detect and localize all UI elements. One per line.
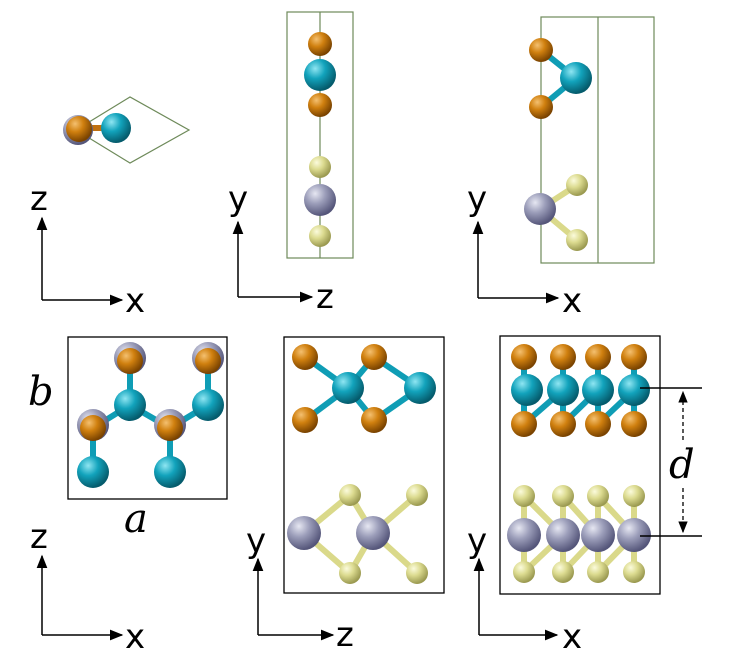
axis-gizmo-bottom-right: y x [467, 521, 582, 657]
interlayer-distance-label: d [669, 442, 695, 488]
atom-cyan [547, 374, 579, 406]
axis-label-horizontal: x [125, 617, 145, 657]
atom-cyan [511, 374, 543, 406]
atom-yellow [339, 562, 361, 584]
atom-yellow [623, 561, 645, 583]
atom-grey [287, 516, 321, 550]
atom-orange [66, 116, 92, 142]
atom-orange [117, 348, 143, 374]
atom-cyan [192, 389, 224, 421]
unit-cell-outline [499, 335, 661, 595]
unit-cell-outline [67, 336, 228, 500]
atom-orange [361, 407, 387, 433]
atom-grey [524, 193, 556, 225]
atom-yellow [566, 174, 588, 196]
atom-orange [550, 411, 576, 437]
axis-label-vertical: y [467, 179, 487, 219]
atom-orange [308, 93, 332, 117]
atom-orange [157, 415, 183, 441]
axis-label-vertical: y [467, 521, 487, 561]
atom-cyan [154, 456, 186, 488]
atom-orange [529, 38, 553, 62]
atom-orange [585, 344, 611, 370]
atom-cyan [101, 113, 131, 143]
atom-yellow [587, 561, 609, 583]
axis-label-horizontal: x [125, 281, 145, 321]
atom-yellow [513, 485, 535, 507]
atom-yellow [309, 225, 331, 247]
panel-bottom-left: b a [28, 336, 228, 542]
atom-orange [80, 415, 106, 441]
panel-bottom-right: d [499, 335, 702, 595]
atom-grey [507, 518, 541, 552]
atom-yellow [406, 484, 428, 506]
atom-orange [621, 411, 647, 437]
atom-orange [308, 32, 332, 56]
atom-grey [581, 518, 615, 552]
atom-yellow [513, 561, 535, 583]
atom-cyan [582, 374, 614, 406]
atom-orange [511, 411, 537, 437]
panel-top-right [524, 16, 655, 264]
atom-cyan [304, 59, 336, 91]
atom-cyan [77, 456, 109, 488]
atom-orange [195, 348, 221, 374]
lattice-label-b: b [28, 369, 54, 415]
atom-orange [361, 344, 387, 370]
atom-yellow [552, 561, 574, 583]
axis-label-horizontal: z [336, 615, 354, 655]
atom-orange [529, 95, 553, 119]
atom-grey [304, 184, 336, 216]
axis-gizmo-top-middle: y z [228, 179, 334, 317]
axis-label-vertical: y [246, 521, 266, 561]
panel-bottom-middle [283, 336, 445, 594]
unit-cell-outline [283, 336, 445, 594]
axis-label-vertical: z [30, 517, 48, 557]
atom-orange [585, 411, 611, 437]
atom-grey [546, 518, 580, 552]
axis-gizmo-top-right: y x [467, 179, 582, 321]
atom-cyan [560, 62, 592, 94]
atom-yellow [406, 562, 428, 584]
axis-label-vertical: y [228, 179, 248, 219]
axis-gizmo-bottom-left: z x [30, 517, 145, 657]
atom-orange [621, 344, 647, 370]
atom-cyan [404, 372, 436, 404]
atom-orange [511, 344, 537, 370]
atom-yellow [339, 484, 361, 506]
axis-label-vertical: z [30, 179, 48, 219]
panel-top-middle [286, 11, 354, 259]
atom-yellow [309, 156, 331, 178]
atom-cyan [618, 374, 650, 406]
atom-grey [617, 518, 651, 552]
axis-label-horizontal: x [562, 281, 582, 321]
atom-cyan [332, 372, 364, 404]
axis-gizmo-bottom-middle: y z [246, 521, 354, 655]
atom-yellow [566, 229, 588, 251]
axis-label-horizontal: z [316, 277, 334, 317]
unit-cell-outline [74, 96, 191, 164]
atom-orange [550, 344, 576, 370]
atom-orange [292, 407, 318, 433]
atom-cyan [114, 389, 146, 421]
atom-yellow [623, 485, 645, 507]
panel-top-left [63, 96, 191, 164]
atom-yellow [587, 485, 609, 507]
atom-grey [356, 516, 390, 550]
atom-orange [292, 344, 318, 370]
axis-gizmo-top-left: z x [30, 179, 145, 321]
lattice-label-a: a [124, 496, 148, 542]
atom-yellow [552, 485, 574, 507]
axis-label-horizontal: x [562, 617, 582, 657]
